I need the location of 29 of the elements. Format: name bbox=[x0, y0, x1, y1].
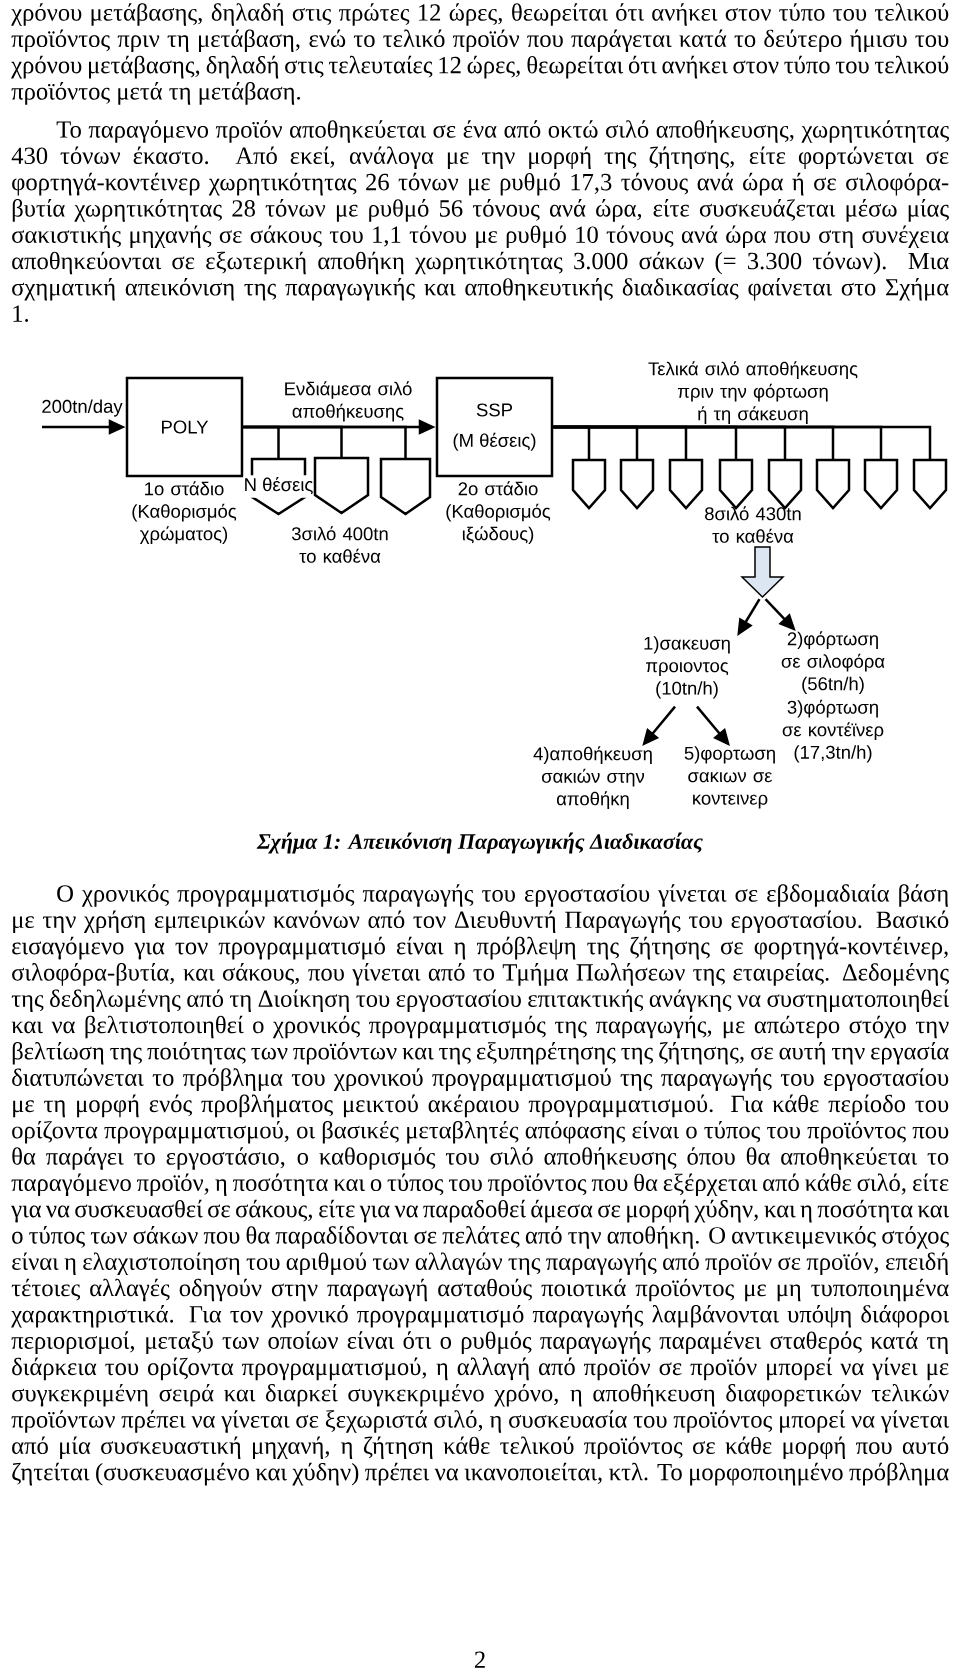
block-arrow bbox=[740, 546, 785, 599]
silo bbox=[863, 458, 899, 510]
step-text: 1)σακευση προιοντος (10tn/h) bbox=[644, 636, 730, 699]
paragraph: χρόνου μετάβασης, δηλαδή στις πρώτες 12 ώρες, θεωρείται ότι ανήκει στον τύπο του τελικού προϊόντος πριν τη μετάβαση, ενώ το τελικό προϊόν που παράγεται κατά το δεύτερο ήμισυ του χρόνου μετάβασης, δηλαδή στις τελευταίες 12 ώρες, θεωρείται ότι ανήκει στον τύπο του τελικού προϊόντος μετά τη μετάβαση. bbox=[11, 3, 949, 105]
silo-group-label: Ενδιάμεσα σιλό αποθήκευσης bbox=[285, 381, 412, 422]
process-box: POLY bbox=[125, 376, 244, 478]
silo-group-label: Τελικά σιλό αποθήκευσης πριν την φόρτωση ή τη σάκευση bbox=[648, 361, 858, 424]
paragraph: Το παραγόμενο προϊόν αποθηκεύεται σε ένα από οκτώ σιλό αποθήκευσης, χωρητικότητας 430 τόνων έκαστο. Από εκεί, ανάλογα με την μορφή της ζήτησης, είτε φορτώνεται σε φορτηγά-κοντέινερ χωρητικότητας 26 τόνων με ρυθμό 17,3 τόνους ανά ώρα ή σε σιλοφόρα-βυτία χωρητικότητας 28 τόνων με ρυθμό 56 τόνους ανά ώρα, είτε συσκευάζεται μέσω μίας σακιστικής μηχανής σε σάκους του 1,1 τόνου με ρυθμό 10 τόνους ανά ώρα που στη συνέχεια αποθηκεύονται σε εξωτερική αποθήκη χωρητικότητας 3.000 σάκων (= 3.300 τόνων). Μια σχηματική απεικόνιση της παραγωγικής και αποθηκευτικής διαδικασίας φαίνεται στο Σχήμα 1. bbox=[11, 120, 949, 322]
connector-line bbox=[243, 425, 407, 459]
page-number: 2 bbox=[474, 1651, 485, 1668]
figure-caption: Σχήμα 1: Απεικόνιση Παραγωγικής Διαδικασίας bbox=[256, 832, 703, 854]
silo: Ν θέσεις bbox=[243, 457, 314, 516]
stage-caption: 1ο στάδιο (Καθορισμός χρώματος) bbox=[132, 481, 237, 544]
edge-label: 200tn/day bbox=[40, 398, 124, 418]
silo bbox=[815, 458, 851, 510]
silo-group-label: 3σιλό 400tn το καθένα bbox=[291, 526, 388, 563]
step-text: 2)φόρτωση σε σιλοφόρα (56tn/h) 3)φόρτωση σε κοντέϊνερ (17,3tn/h) bbox=[781, 631, 885, 763]
step-text: 5)φορτωση σακιων σε κοντεινερ bbox=[684, 746, 775, 809]
paragraph: Ο χρονικός προγραμματισμός παραγωγής του εργοστασίου γίνεται σε εβδομαδιαία βάση με την χρήση εμπειρικών κανόνων από τον Διευθυντή Παραγωγής του εργοστασίου. Βασικό εισαγόμενο για τον προγραμματισμό είναι η πρόβλεψη της ζήτησης σε φορτηγά-κοντέινερ, σιλοφόρα-βυτία, και σάκους, που γίνεται από το Τμήμα Πωλήσεων της εταιρείας. Δεδομένης της δεδηλωμένης από τη Διοίκηση του εργοστασίου επιτακτικής ανάγκης να συστηματοποιηθεί και να βελτιστοποιηθεί ο χρονικός προγραμματισμός της παραγωγής, με απώτερο στόχο την βελτίωση της ποιότητας των προϊόντων και της εξυπηρέτησης της ζήτησης, σε αυτή την εργασία διατυπώνεται το πρόβλημα του χρονικού προγραμματισμού της παραγωγής του εργοστασίου με τη μορφή ενός προβλήματος μεικτού ακέραιου προγραμματισμού. Για κάθε περίοδο του ορίζοντα προγραμματισμού, οι βασικές μεταβλητές απόφασης είναι ο τύπος του προϊόντος που θα παράγει το εργοστάσιο, ο καθορισμός του σιλό αποθήκευσης όπου θα αποθηκεύεται το παραγόμενο προϊόν, η ποσότητα και ο τύπος του προϊόντος που θα εξέρχεται από κάθε σιλό, είτε για να συσκευασθεί σε σάκους, είτε για να παραδοθεί άμεσα σε μορφή χύδην, και η ποσότητα και ο τύπος των σάκων που θα παραδίδονται σε πελάτες από την αποθήκη. Ο αντικειμενικός στόχος είναι η ελαχιστοποίηση του αριθμού των αλλαγών της παραγωγής από προϊόν σε προϊόν, επειδή τέτοιες αλλαγές οδηγούν στην παραγωγή ασταθούς ποιοτικά προϊόντος με μη τυποποιημένα χαρακτηριστικά. Για τον χρονικό προγραμματισμό παραγωγής λαμβάνονται υπόψη διάφοροι περιορισμοί, μεταξύ των οποίων είναι ότι ο ρυθμός παραγωγής παραμένει σταθερός κατά τη διάρκεια του ορίζοντα προγραμματισμού, η αλλαγή από προϊόν σε προϊόν μπορεί να γίνει με συγκεκριμένη σειρά και διαρκεί συγκεκριμένο χρόνο, η αποθήκευση διαφορετικών τελικών προϊόντων πρέπει να γίνεται σε ξεχωριστά σιλό, η συσκευασία του προϊόντος μπορεί να γίνεται από μία συσκευαστική μηχανή, η ζήτηση κάθε τελικού προϊόντος σε κάθε μορφή που αυτό ζητείται (συσκευασμένο και χύδην) πρέπει να ικανοποιείται, κτλ. Το μορφοποιημένο πρόβλημα bbox=[11, 884, 950, 1486]
stage-caption: 2ο στάδιο (Καθορισμός ιξώδους) bbox=[446, 481, 551, 544]
silo bbox=[571, 458, 607, 510]
silo bbox=[619, 458, 655, 510]
step-text: 4)αποθήκευση σακιών στην αποθήκη bbox=[533, 746, 652, 809]
silo bbox=[379, 457, 432, 516]
silo bbox=[668, 458, 704, 510]
silo-group-label: 8σιλό 430tn το καθένα bbox=[705, 506, 801, 543]
silo bbox=[313, 456, 370, 515]
silo bbox=[912, 458, 948, 510]
process-box: SSP (Μ θέσεις) bbox=[435, 376, 554, 478]
